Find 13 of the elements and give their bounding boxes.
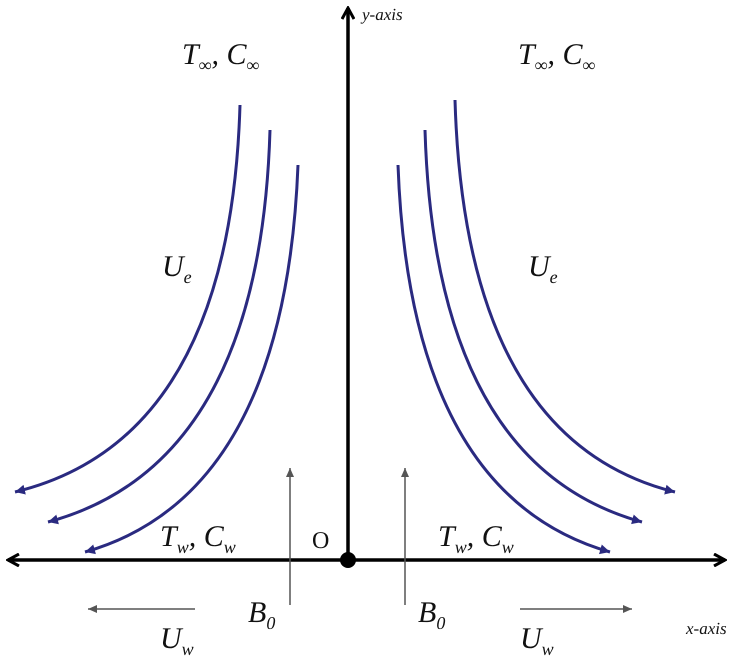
axis-label: y-axis (362, 6, 403, 25)
temperature-concentration-label: T$_{w}$, C$_{w}$ (160, 520, 236, 558)
velocity-label: U$_{e}$ (528, 250, 558, 288)
velocity-label: U$_{e}$ (162, 250, 192, 288)
origin-label: O (312, 528, 330, 554)
magnetic-field-label: B$_{0}$ (248, 596, 276, 634)
magnetic-field-label: B$_{0}$ (418, 596, 446, 634)
temperature-concentration-label: T$_{∞}$, C$_{∞}$ (518, 38, 596, 76)
temperature-concentration-label: T$_{w}$, C$_{w}$ (438, 520, 514, 558)
axis-label: x-axis (686, 620, 727, 639)
velocity-label: U$_{w}$ (520, 622, 554, 660)
velocity-label: U$_{w}$ (160, 622, 194, 660)
temperature-concentration-label: T$_{∞}$, C$_{∞}$ (182, 38, 260, 76)
